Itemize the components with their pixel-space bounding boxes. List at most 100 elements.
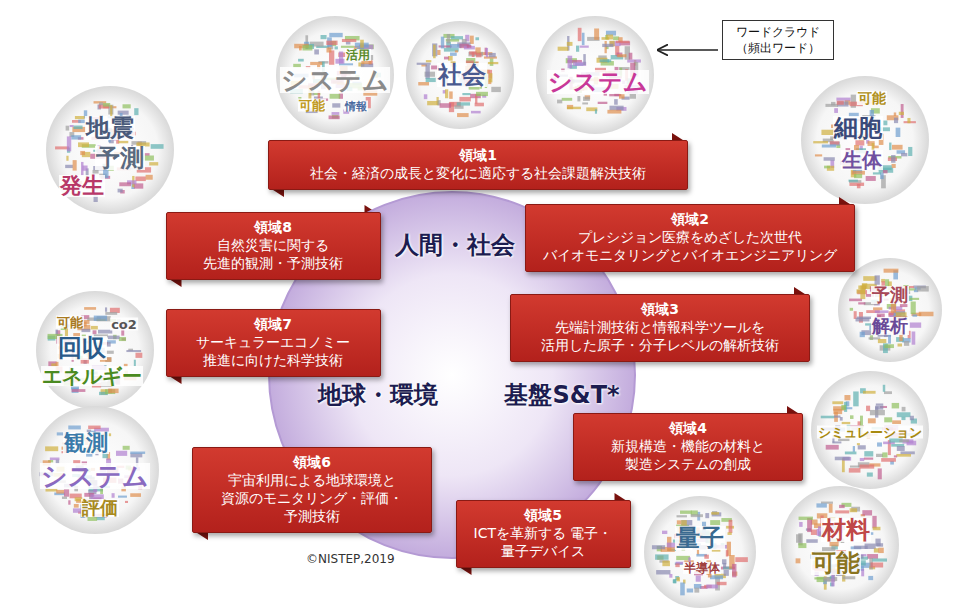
- cloud-word-stroke: [118, 189, 123, 193]
- cloud-word-stroke: [476, 92, 488, 96]
- cloud-word-stroke: [705, 513, 709, 518]
- cloud-word-stroke: [853, 391, 858, 406]
- cloud-word-stroke: [619, 94, 625, 98]
- cloud-word-stroke: [911, 301, 916, 314]
- cloud-word-stroke: [582, 102, 588, 104]
- cloud-halo: [536, 16, 654, 134]
- cloud-word-stroke: [830, 141, 840, 144]
- cloud-word-stroke: [834, 415, 840, 417]
- cloud-word-stroke: [426, 78, 436, 82]
- cloud-word-stroke: [134, 108, 138, 115]
- cloud-word-stroke: [917, 286, 929, 291]
- cloud-word: 情報: [344, 101, 368, 112]
- word-cloud: [644, 496, 756, 608]
- cloud-word-stroke: [84, 307, 96, 310]
- cloud-word-stroke: [45, 446, 58, 451]
- cloud-word-stroke: [832, 401, 843, 404]
- cloud-word-stroke: [662, 561, 670, 566]
- cloud-word-stroke: [735, 557, 748, 562]
- cloud-word-stroke: [489, 73, 493, 82]
- cloud-word-stroke: [849, 468, 861, 472]
- cloud-word-stroke: [630, 94, 636, 99]
- cloud-word-stroke: [892, 145, 903, 150]
- cloud-word-stroke: [822, 145, 836, 148]
- domain-banner: 領域5ICTを革新する 電子・量子デバイス: [456, 500, 631, 568]
- cloud-word-stroke: [899, 334, 902, 341]
- cloud-word-stroke: [849, 183, 864, 186]
- word-cloud: [536, 16, 654, 134]
- cloud-word-stroke: [108, 336, 120, 340]
- cloud-word-stroke: [314, 49, 319, 54]
- cloud-word-stroke: [867, 472, 873, 476]
- cloud-word-stroke: [441, 37, 444, 49]
- cloud-word-stroke: [873, 172, 881, 174]
- cloud-word-stroke: [876, 454, 883, 457]
- cloud-word-stroke: [897, 412, 911, 417]
- cloud-word-stroke: [673, 579, 676, 583]
- cloud-word: 可能: [811, 551, 861, 575]
- domain-title: 社会・経済の成長と変化に適応する社会課題解決技術: [279, 164, 677, 182]
- domain-number: 領域2: [536, 210, 844, 228]
- domain-title: 先端計測技術と情報科学ツールを 活用した原子・分子レベルの解析技術: [521, 318, 799, 354]
- cloud-word-stroke: [68, 500, 70, 504]
- cloud-word-stroke: [837, 101, 844, 105]
- cloud-word: エネルギー: [41, 366, 143, 386]
- word-cloud: [781, 486, 899, 604]
- cloud-word-stroke: [486, 48, 488, 57]
- cloud-word-stroke: [56, 490, 64, 494]
- cloud-halo: [838, 258, 942, 362]
- cloud-word-stroke: [712, 512, 722, 516]
- cloud-word-stroke: [74, 504, 79, 508]
- cloud-word-stroke: [617, 54, 626, 57]
- cloud-word-stroke: [864, 458, 873, 460]
- cloud-word-stroke: [489, 53, 496, 57]
- cloud-word-stroke: [901, 451, 915, 454]
- cloud-word: 回収: [57, 336, 107, 360]
- callout-box: ワードクラウド （頻出ワード）: [722, 20, 834, 60]
- cloud-word: システム: [280, 67, 390, 93]
- domain-number: 領域6: [203, 453, 421, 471]
- cloud-word-stroke: [817, 529, 819, 536]
- cloud-word-stroke: [826, 445, 839, 450]
- cloud-word-stroke: [119, 337, 126, 341]
- domain-title: ICTを革新する 電子・量子デバイス: [467, 524, 620, 560]
- cloud-word-stroke: [595, 109, 597, 113]
- cloud-word-stroke: [875, 406, 883, 410]
- copyright-note: ©NISTEP,2019: [305, 553, 396, 565]
- cloud-word-stroke: [66, 156, 68, 161]
- cloud-word-stroke: [870, 410, 885, 415]
- cloud-word-stroke: [335, 46, 338, 49]
- cloud-word-stroke: [806, 539, 817, 543]
- cloud-word-stroke: [891, 164, 895, 168]
- cloud-word-stroke: [609, 106, 623, 111]
- callout-arrow: [658, 49, 718, 50]
- cloud-word-stroke: [884, 344, 894, 348]
- cloud-word-stroke: [80, 151, 85, 155]
- cloud-word-stroke: [727, 542, 731, 556]
- cloud-word-stroke: [598, 102, 608, 104]
- cloud-halo: [811, 371, 929, 489]
- cloud-word-stroke: [62, 496, 67, 498]
- word-cloud: [801, 76, 929, 204]
- cloud-word-stroke: [118, 496, 127, 498]
- domain-number: 領域4: [584, 419, 792, 437]
- cloud-word-stroke: [75, 116, 85, 119]
- cloud-word-stroke: [868, 418, 876, 423]
- cloud-word-stroke: [904, 341, 909, 346]
- cloud-word-stroke: [898, 344, 903, 347]
- cloud-word-stroke: [841, 405, 846, 410]
- cloud-word-stroke: [830, 541, 839, 546]
- cloud-word-stroke: [860, 332, 865, 337]
- cloud-word-stroke: [119, 182, 131, 186]
- cloud-word-stroke: [878, 339, 886, 343]
- cloud-word-stroke: [891, 155, 895, 163]
- cloud-word-stroke: [329, 50, 334, 64]
- cloud-word-stroke: [457, 113, 469, 117]
- theme-label: 地球・環境: [318, 379, 438, 411]
- cloud-word-stroke: [854, 174, 862, 178]
- cloud-word-stroke: [850, 415, 853, 419]
- cloud-word-stroke: [817, 577, 825, 582]
- cloud-word-stroke: [850, 466, 860, 468]
- cloud-word-stroke: [472, 52, 475, 57]
